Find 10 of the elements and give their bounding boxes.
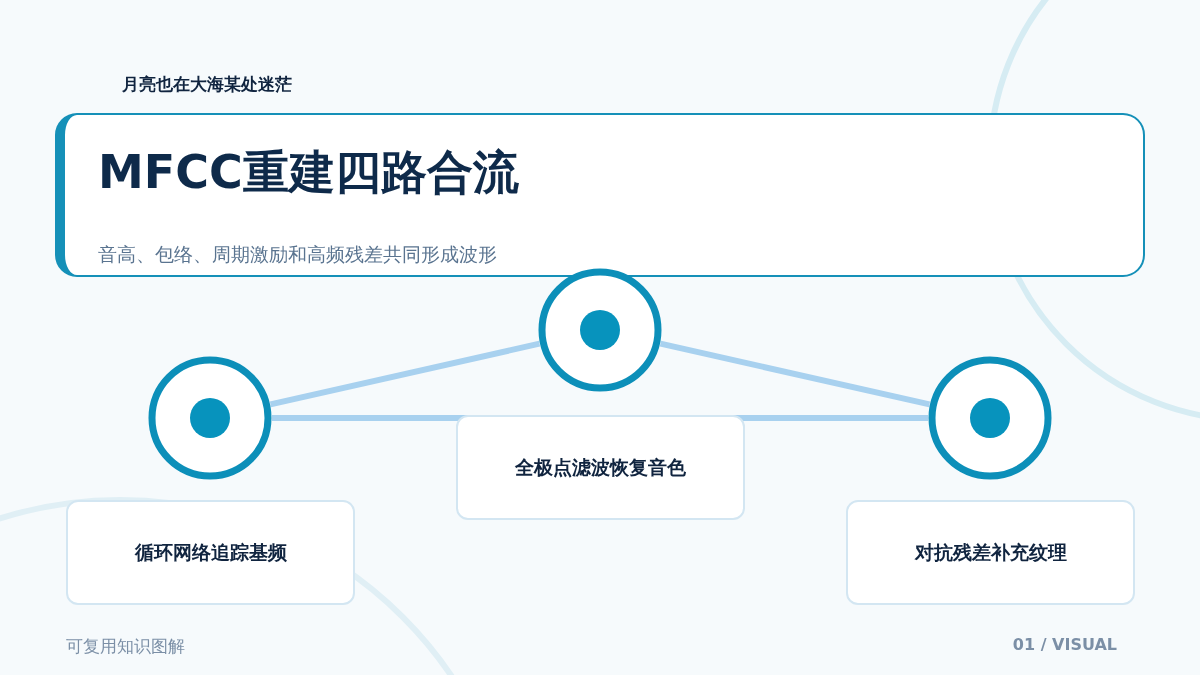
process-box: 对抗残差补充纹理: [846, 500, 1135, 605]
connector-line: [659, 340, 931, 408]
title: MFCC重建四路合流: [98, 144, 519, 201]
tagline: 月亮也在大海某处迷茫: [122, 73, 292, 96]
process-box: 循环网络追踪基频: [66, 500, 355, 605]
page-number: 01 / VISUAL: [1012, 635, 1117, 654]
footer-text: 可复用知识图解: [66, 635, 185, 658]
process-box: 全极点滤波恢复音色: [456, 415, 745, 520]
subtitle: 音高、包络、周期激励和高频残差共同形成波形: [98, 242, 497, 267]
connector-line: [269, 340, 541, 408]
